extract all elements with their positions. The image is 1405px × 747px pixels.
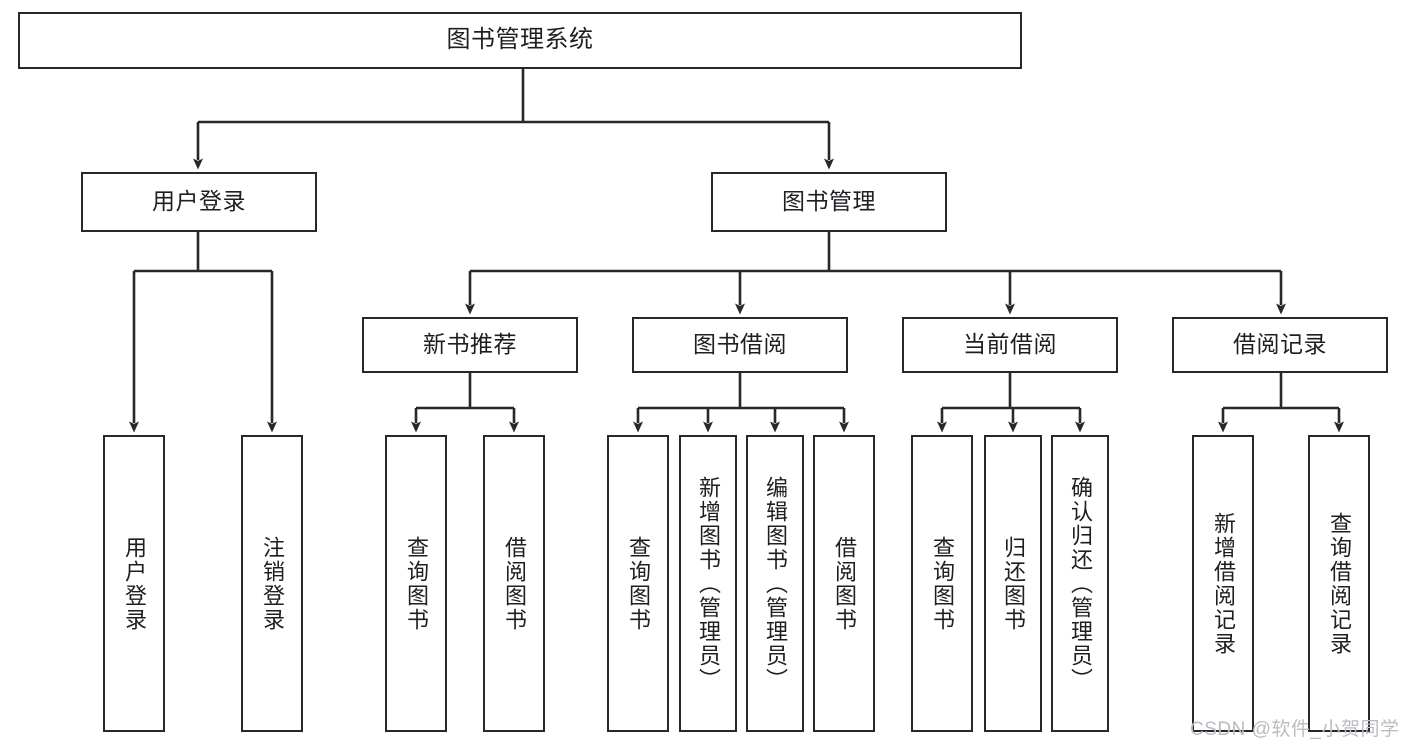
node-label: 归还图书 xyxy=(1000,535,1026,632)
csdn-watermark: CSDN @软件_小贺同学 xyxy=(1190,719,1400,740)
node-new-book-recommend[interactable]: 新书推荐 xyxy=(362,317,578,373)
node-label: 借阅记录 xyxy=(1233,331,1327,358)
node-label: 新书推荐 xyxy=(423,331,517,358)
node-label: 查询图书 xyxy=(625,535,651,632)
node-leaf-user-login[interactable]: 用户登录 xyxy=(103,435,165,732)
node-label: 新增图书（管理员） xyxy=(695,475,721,692)
node-label: 新增借阅记录 xyxy=(1210,511,1236,656)
node-label: 用户登录 xyxy=(121,535,147,632)
node-label: 编辑图书（管理员） xyxy=(762,475,788,692)
node-label: 借阅图书 xyxy=(501,535,527,632)
node-leaf-add-record[interactable]: 新增借阅记录 xyxy=(1192,435,1254,732)
node-leaf-query-record[interactable]: 查询借阅记录 xyxy=(1308,435,1370,732)
node-label: 确认归还（管理员） xyxy=(1067,475,1093,692)
node-label: 用户登录 xyxy=(152,188,246,215)
node-leaf-query-book-1[interactable]: 查询图书 xyxy=(385,435,447,732)
node-label: 当前借阅 xyxy=(963,331,1057,358)
node-book-borrow[interactable]: 图书借阅 xyxy=(632,317,848,373)
node-label: 图书管理系统 xyxy=(446,26,594,54)
node-borrow-record[interactable]: 借阅记录 xyxy=(1172,317,1388,373)
node-leaf-borrow-book-2[interactable]: 借阅图书 xyxy=(813,435,875,732)
node-leaf-logout[interactable]: 注销登录 xyxy=(241,435,303,732)
node-leaf-edit-book[interactable]: 编辑图书（管理员） xyxy=(746,435,804,732)
node-current-borrow[interactable]: 当前借阅 xyxy=(902,317,1118,373)
node-label: 图书管理 xyxy=(782,188,876,215)
node-user-login[interactable]: 用户登录 xyxy=(81,172,317,232)
node-label: 注销登录 xyxy=(259,535,285,632)
node-book-manage[interactable]: 图书管理 xyxy=(711,172,947,232)
node-leaf-query-book-2[interactable]: 查询图书 xyxy=(607,435,669,732)
node-label: 查询图书 xyxy=(403,535,429,632)
node-leaf-query-book-3[interactable]: 查询图书 xyxy=(911,435,973,732)
node-leaf-return-book[interactable]: 归还图书 xyxy=(984,435,1042,732)
node-root-system[interactable]: 图书管理系统 xyxy=(18,12,1022,69)
node-leaf-confirm-return[interactable]: 确认归还（管理员） xyxy=(1051,435,1109,732)
node-label: 借阅图书 xyxy=(831,535,857,632)
node-label: 查询图书 xyxy=(929,535,955,632)
node-label: 图书借阅 xyxy=(693,331,787,358)
node-leaf-add-book[interactable]: 新增图书（管理员） xyxy=(679,435,737,732)
node-leaf-borrow-book-1[interactable]: 借阅图书 xyxy=(483,435,545,732)
node-label: 查询借阅记录 xyxy=(1326,511,1352,656)
